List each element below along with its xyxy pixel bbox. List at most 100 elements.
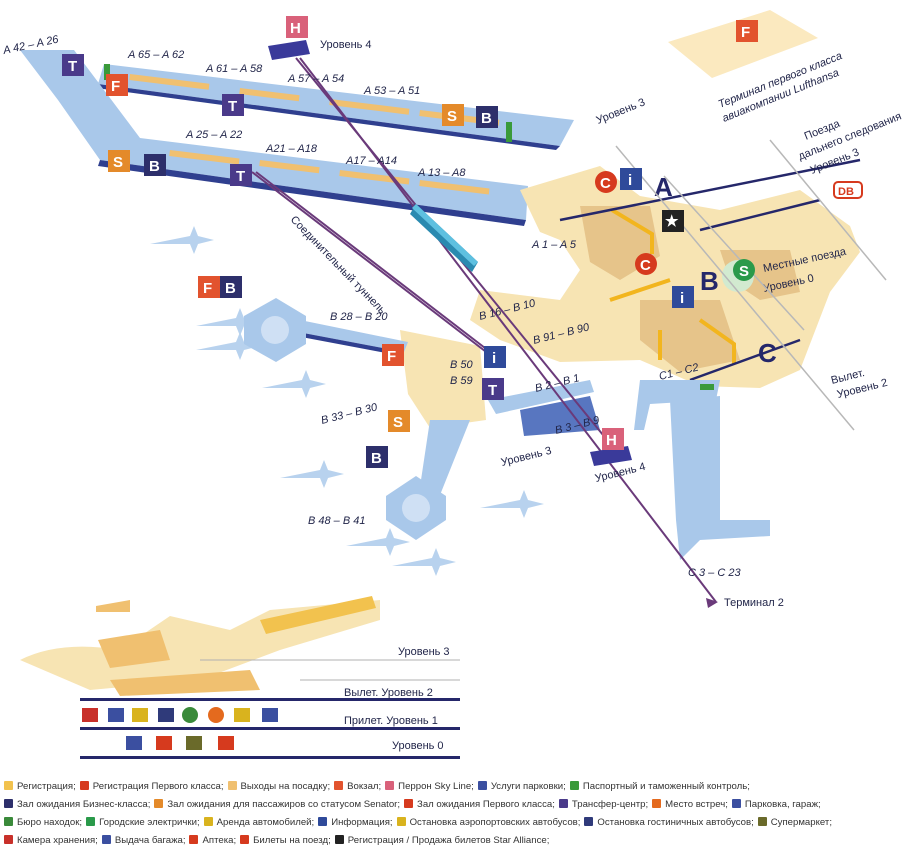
db-station-icon: DB — [833, 181, 863, 199]
star-alliance-icon: ★ — [662, 210, 684, 232]
parking-icon — [126, 736, 142, 750]
lounge-first-class-icon: F — [382, 344, 404, 366]
legend-swatch-icon — [757, 817, 767, 826]
baggage-claim-icon — [108, 708, 124, 722]
senator-lounge-icon: S — [108, 150, 130, 172]
section-row-label: Прилет. Уровень 1 — [344, 715, 438, 727]
legend-swatch-icon — [334, 835, 344, 844]
transfer-icon: T — [222, 94, 244, 116]
boundary-lines — [615, 139, 887, 431]
legend-item-label: Аптека; — [202, 835, 237, 846]
level4-top-label: Уровень 4 — [320, 39, 372, 51]
svg-text:B: B — [225, 280, 236, 297]
train-ticket-icon — [156, 736, 172, 750]
legend-swatch-icon — [4, 781, 13, 790]
gate-label: A 25 – A 22 — [185, 129, 242, 141]
legend-item: Зал ожидания Первого класса; — [404, 796, 555, 814]
legend-item: Выходы на посадку; — [227, 778, 331, 796]
gate-label: B 28 – B 20 — [330, 311, 388, 323]
legend-item: Регистрация; — [4, 778, 76, 796]
legend-swatch-icon — [318, 817, 328, 826]
business-lounge-icon: B — [476, 106, 498, 128]
legend-item-label: Регистрация / Продажа билетов Star Allia… — [347, 835, 550, 846]
gate-label: A 13 – A8 — [417, 167, 466, 179]
legend-swatch-icon — [477, 781, 487, 790]
pier-b — [244, 298, 600, 540]
section-row-label: Уровень 3 — [398, 646, 450, 658]
legend-item-label: Регистрация Первого класса; — [92, 781, 224, 792]
svg-text:B: B — [371, 450, 382, 467]
legend-item-label: Бюро находок; — [17, 817, 83, 828]
legend-item-label: Выходы на посадку; — [240, 781, 331, 792]
business-lounge-icon: B — [144, 154, 166, 176]
legend-item: Городские электрички; — [86, 814, 200, 832]
legend-swatch-icon — [240, 835, 250, 844]
svg-text:i: i — [492, 350, 496, 367]
lounge-first-class-icon: F — [198, 276, 220, 298]
legend-item-label: Информация; — [331, 817, 393, 828]
legend-item-label: Вокзал; — [347, 781, 382, 792]
legend-swatch-icon — [154, 799, 164, 808]
legend-item: Вокзал; — [334, 778, 381, 796]
svg-text:B: B — [481, 110, 492, 127]
legend-item: Паспортный и таможенный контроль; — [569, 778, 750, 796]
skyline-train — [410, 204, 478, 272]
terminal2-arrow — [706, 598, 718, 608]
legend-swatch-icon — [396, 817, 406, 826]
svg-text:T: T — [68, 58, 77, 75]
legend-item-label: Выдача багажа; — [114, 835, 186, 846]
legend-item: Аптека; — [189, 832, 236, 850]
gate-label: A 53 – A 51 — [363, 85, 420, 97]
svg-text:F: F — [741, 24, 750, 41]
legend-item: Регистрация Первого класса; — [79, 778, 224, 796]
lost-found-icon — [182, 707, 198, 723]
legend-item: Остановка аэропортовских автобусов; — [396, 814, 581, 832]
first-class-checkin-icon: C — [595, 171, 617, 193]
legend-swatch-icon — [334, 781, 344, 790]
svg-text:S: S — [393, 414, 403, 431]
section-diagram: Уровень 3 Вылет. Уровень 2 Прилет. Урове… — [20, 596, 460, 759]
business-lounge-icon: B — [366, 446, 388, 468]
legend-item: Билеты на поезд; — [240, 832, 331, 850]
svg-text:T: T — [228, 98, 237, 115]
legend-swatch-icon — [189, 835, 199, 844]
legend-item-label: Зал ожидания для пассажиров со статусом … — [167, 799, 401, 810]
pier-c — [634, 380, 770, 560]
legend-swatch-icon — [203, 817, 213, 826]
legend-swatch-icon — [731, 799, 741, 808]
parking-icon — [262, 708, 278, 722]
gate-label: A17 – A14 — [345, 155, 397, 167]
db-label: DB — [838, 186, 854, 198]
svg-text:H: H — [606, 432, 617, 449]
svg-text:T: T — [488, 382, 497, 399]
legend-item-label: Трансфер-центр; — [571, 799, 649, 810]
legend-item: Камера хранения; — [4, 832, 98, 850]
svg-text:S: S — [113, 154, 123, 171]
gate-label: A 57 – A 54 — [287, 73, 344, 85]
legend-item: Зал ожидания Бизнес-класса; — [4, 796, 150, 814]
gate-label: A21 – A18 — [265, 143, 318, 155]
legend-swatch-icon — [4, 817, 13, 826]
skyline-station-top — [268, 40, 310, 60]
legend-item: Зал ожидания для пассажиров со статусом … — [154, 796, 400, 814]
info-icon: i — [672, 286, 694, 308]
legend-item: Регистрация / Продажа билетов Star Allia… — [334, 832, 550, 850]
lounge-first-class-icon: F — [736, 20, 758, 42]
svg-text:i: i — [680, 290, 684, 307]
legend-swatch-icon — [652, 799, 662, 808]
svg-text:S: S — [739, 263, 749, 280]
legend-item-label: Регистрация; — [17, 781, 76, 792]
legend-item-label: Городские электрички; — [99, 817, 200, 828]
supermarket-icon — [186, 736, 202, 750]
map-icons: F H T F T S B S B T C i ★ C i DB S F B F… — [62, 16, 863, 468]
legend-swatch-icon — [584, 817, 594, 826]
section-level1-icons — [82, 707, 278, 723]
legend-item-label: Супермаркет; — [770, 817, 832, 828]
legend-swatch-icon — [4, 835, 13, 844]
legend-item-label: Остановка аэропортовских автобусов; — [409, 817, 581, 828]
pier-a-main — [20, 50, 528, 226]
legend-item: Супермаркет; — [757, 814, 832, 832]
legend-swatch-icon — [86, 817, 96, 826]
gate-label: B 50 — [450, 359, 474, 371]
